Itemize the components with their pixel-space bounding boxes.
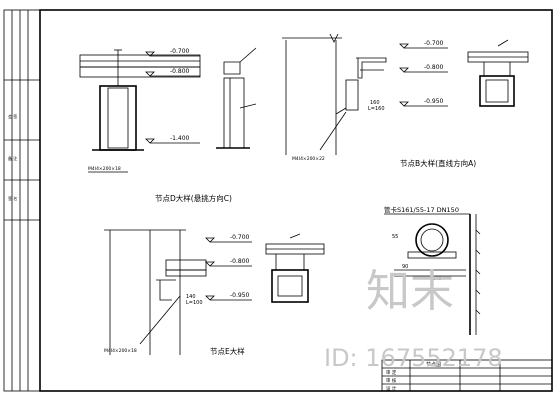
detail-d-level-2: -0.800 — [170, 68, 190, 75]
strip-label-3: 签 名 — [8, 195, 17, 201]
pipe-detail: 管卡S161/55-17 DN150 90 140 55 — [384, 205, 481, 335]
pipe-dim-c: 55 — [392, 234, 398, 240]
title-block-row-2: 审 核 — [386, 377, 397, 384]
strip-label-2: 备 注 — [8, 155, 17, 161]
title-block-row-1: 审 定 — [386, 369, 397, 376]
pipe-dim-b: 140 — [432, 276, 442, 282]
detail-d-level-3: -1.400 — [170, 135, 190, 142]
watermark-brand: 知末 — [366, 266, 454, 317]
detail-b-dim: 160 — [370, 100, 380, 106]
detail-d-title: 节点D大样(悬挑方向C) — [155, 193, 232, 203]
detail-e-dim-top: 140 — [186, 294, 196, 300]
title-block-row-3: 设 计 — [386, 385, 397, 392]
detail-e-bolt-label: M4I4×200×18 — [104, 348, 137, 354]
detail-e-title: 节点E大样 — [210, 346, 245, 356]
pipe-detail-title: 管卡S161/55-17 DN150 — [384, 205, 459, 214]
detail-b: 160 L=160 M4I4×200×22 -0.700 -0.800 -0.9… — [282, 33, 529, 168]
left-strip: 会 签 备 注 签 名 — [4, 10, 40, 391]
detail-b-bolt-label: M4I4×200×22 — [292, 156, 325, 162]
strip-label-1: 会 签 — [8, 113, 17, 119]
detail-b-title: 节点B大样(直线方向A) — [400, 158, 476, 168]
detail-e-dim: L=100 — [186, 300, 203, 306]
detail-e-level-2: -0.800 — [230, 258, 250, 265]
watermark-id: ID: 167552178 — [324, 344, 503, 372]
pipe-dim-a: 90 — [402, 264, 408, 270]
title-block: 节点图 审 定 审 核 设 计 — [381, 359, 553, 392]
title-block-project: 节点图 — [426, 362, 441, 368]
detail-b-dim-2: L=160 — [368, 106, 385, 112]
watermark: 知末 ID: 167552178 — [324, 266, 503, 372]
detail-e: 140 L=100 M4I4×200×18 -0.700 -0.800 -0.9… — [104, 229, 325, 356]
detail-e-level-1: -0.700 — [230, 234, 250, 241]
detail-b-level-3: -0.950 — [424, 98, 444, 105]
detail-b-level-1: -0.700 — [424, 40, 444, 47]
detail-d-bolt-label: M4I4×200×18 — [88, 166, 121, 172]
drawing-frame — [39, 9, 553, 392]
detail-d-level-1: -0.700 — [170, 48, 190, 55]
detail-e-level-3: -0.950 — [230, 292, 250, 299]
detail-d: -0.700 -0.800 -1.400 M4I4×200×18 节点D大样(悬… — [79, 47, 257, 203]
detail-b-level-2: -0.800 — [424, 64, 444, 71]
